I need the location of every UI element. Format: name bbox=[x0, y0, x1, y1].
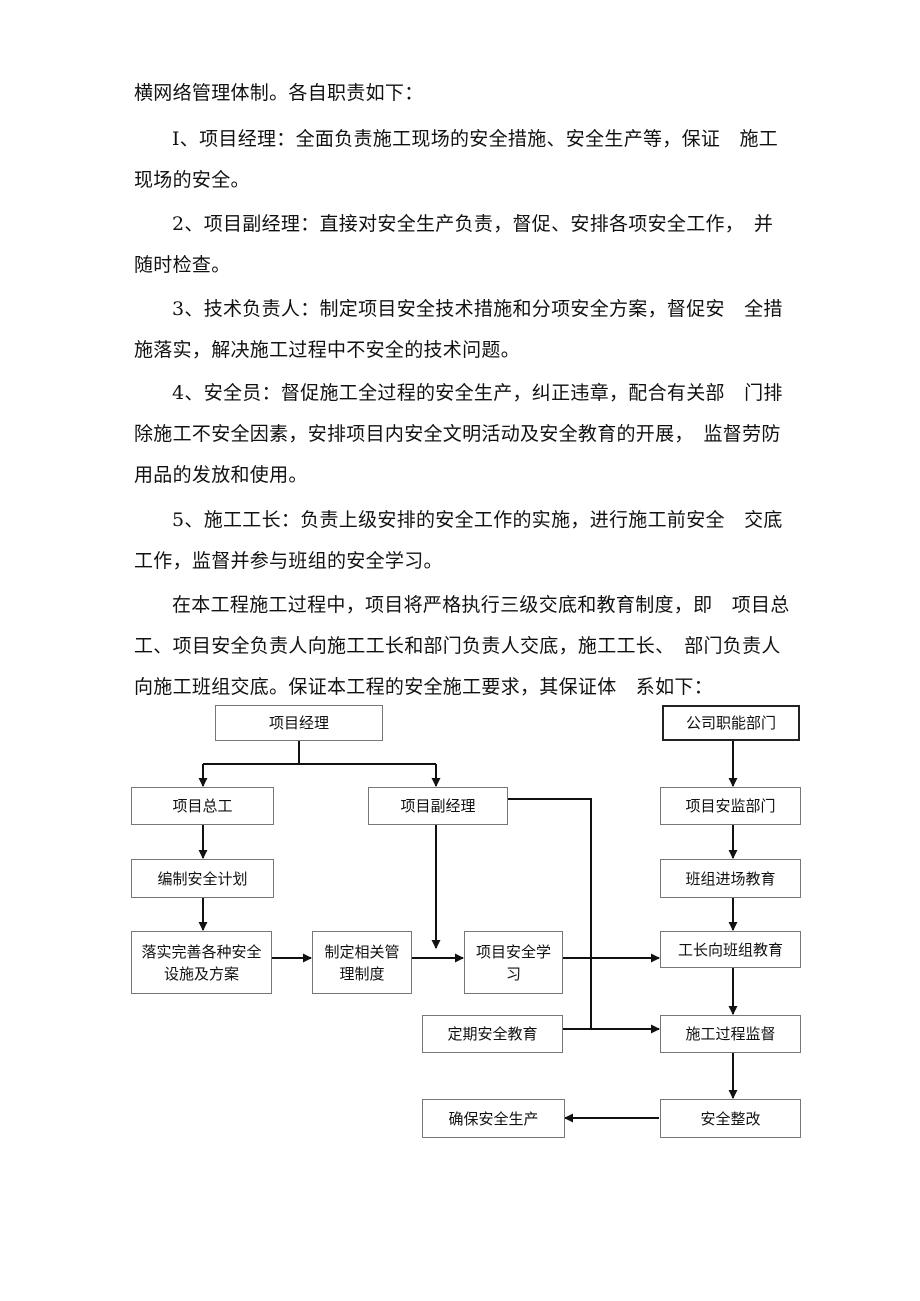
node-management-rules: 制定相关管理制度 bbox=[312, 931, 412, 994]
paragraph-1-line-1: 现场的安全。 bbox=[134, 169, 250, 191]
connector-deputy-right-bus bbox=[508, 798, 592, 1029]
node-chief-engineer: 项目总工 bbox=[131, 787, 274, 825]
node-foreman-education: 工长向班组教育 bbox=[660, 931, 801, 968]
paragraph-2-line-0: 2、项目副经理：直接对安全生产负责，督促、安排各项安全工作， 并 bbox=[172, 213, 774, 235]
node-facilities: 落实完善各种安全设施及方案 bbox=[131, 931, 272, 994]
paragraph-5-line-1: 工作，监督并参与班组的安全学习。 bbox=[134, 550, 443, 572]
paragraph-1-line-0: I、项目经理：全面负责施工现场的安全措施、安全生产等，保证 施工 bbox=[172, 128, 779, 150]
paragraph-0-line-0: 横网络管理体制。各自职责如下： bbox=[134, 82, 424, 104]
paragraph-6-line-2: 向施工班组交底。保证本工程的安全施工要求，其保证体 系如下： bbox=[134, 676, 714, 698]
node-company-dept: 公司职能部门 bbox=[662, 705, 800, 741]
node-safety-supervision-dept: 项目安监部门 bbox=[660, 787, 801, 825]
paragraph-3-line-1: 施落实，解决施工过程中不安全的技术问题。 bbox=[134, 339, 521, 361]
node-safety-study: 项目安全学习 bbox=[464, 931, 563, 994]
paragraph-4-line-0: 4、安全员：督促施工全过程的安全生产，纠正违章，配合有关部 门排 bbox=[172, 382, 783, 404]
node-deputy-manager: 项目副经理 bbox=[368, 787, 508, 825]
paragraph-3-line-0: 3、技术负责人：制定项目安全技术措施和分项安全方案，督促安 全措 bbox=[172, 298, 783, 320]
paragraph-4-line-1: 除施工不安全因素，安排项目内安全文明活动及安全教育的开展， 监督劳防 bbox=[134, 423, 781, 445]
paragraph-6-line-1: 工、项目安全负责人向施工工长和部门负责人交底，施工工长、 部门负责人 bbox=[134, 635, 781, 657]
node-ensure-safety: 确保安全生产 bbox=[422, 1099, 565, 1138]
paragraph-2-line-1: 随时检查。 bbox=[134, 254, 231, 276]
node-project-manager: 项目经理 bbox=[215, 705, 383, 741]
node-periodic-education: 定期安全教育 bbox=[422, 1015, 563, 1053]
paragraph-6-line-0: 在本工程施工过程中，项目将严格执行三级交底和教育制度，即 项目总 bbox=[172, 594, 790, 616]
paragraph-4-line-2: 用品的发放和使用。 bbox=[134, 464, 308, 486]
paragraph-5-line-0: 5、施工工长：负责上级安排的安全工作的实施，进行施工前安全 交底 bbox=[172, 509, 783, 531]
node-team-entry-education: 班组进场教育 bbox=[660, 859, 801, 898]
node-safety-rectification: 安全整改 bbox=[660, 1099, 801, 1138]
node-process-supervision: 施工过程监督 bbox=[660, 1015, 801, 1053]
node-safety-plan: 编制安全计划 bbox=[131, 859, 274, 898]
